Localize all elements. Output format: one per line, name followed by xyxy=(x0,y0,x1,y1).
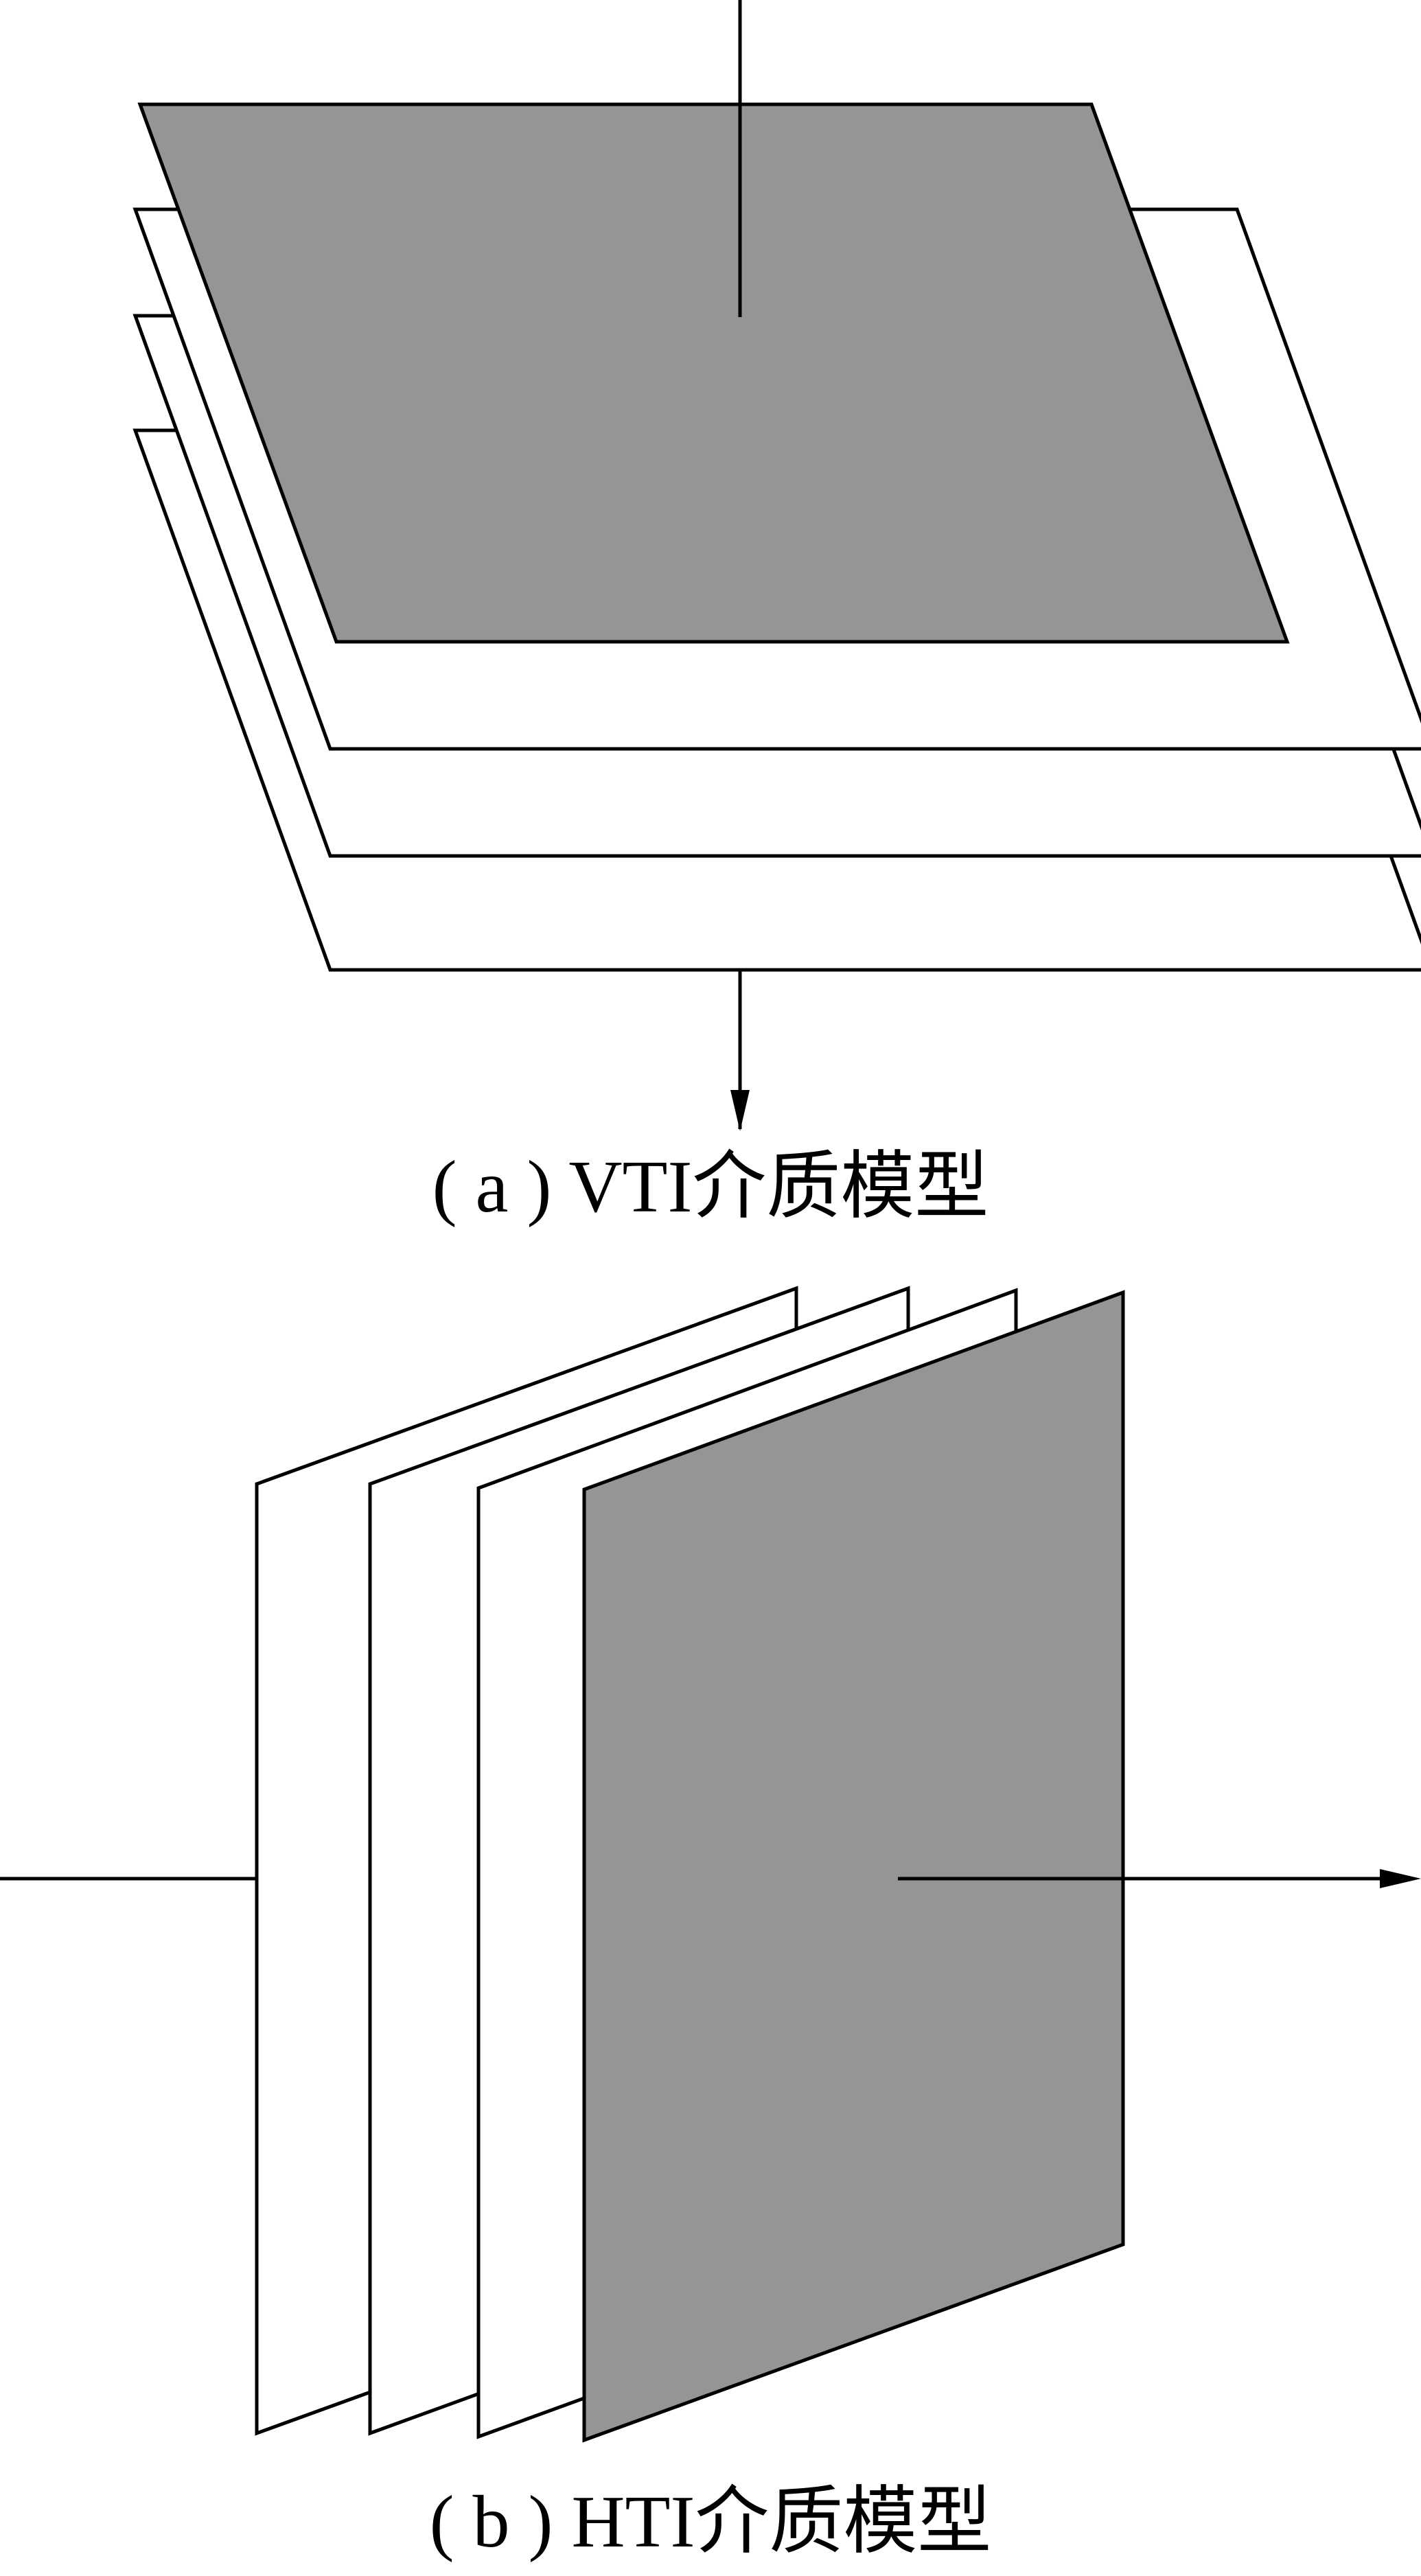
vti-panel: ( a ) VTI介质模型 xyxy=(132,0,1421,1228)
vti-caption: ( a ) VTI介质模型 xyxy=(432,1146,989,1228)
vti-arrowhead-icon xyxy=(730,1090,750,1131)
hti-caption: ( b ) HTI介质模型 xyxy=(430,2481,992,2563)
vti-plate-front xyxy=(137,102,1290,644)
hti-arrowhead-icon xyxy=(1380,1869,1421,1888)
hti-panel: ( b ) HTI介质模型 xyxy=(0,1286,1421,2563)
hti-plate-front xyxy=(582,1290,1125,2443)
